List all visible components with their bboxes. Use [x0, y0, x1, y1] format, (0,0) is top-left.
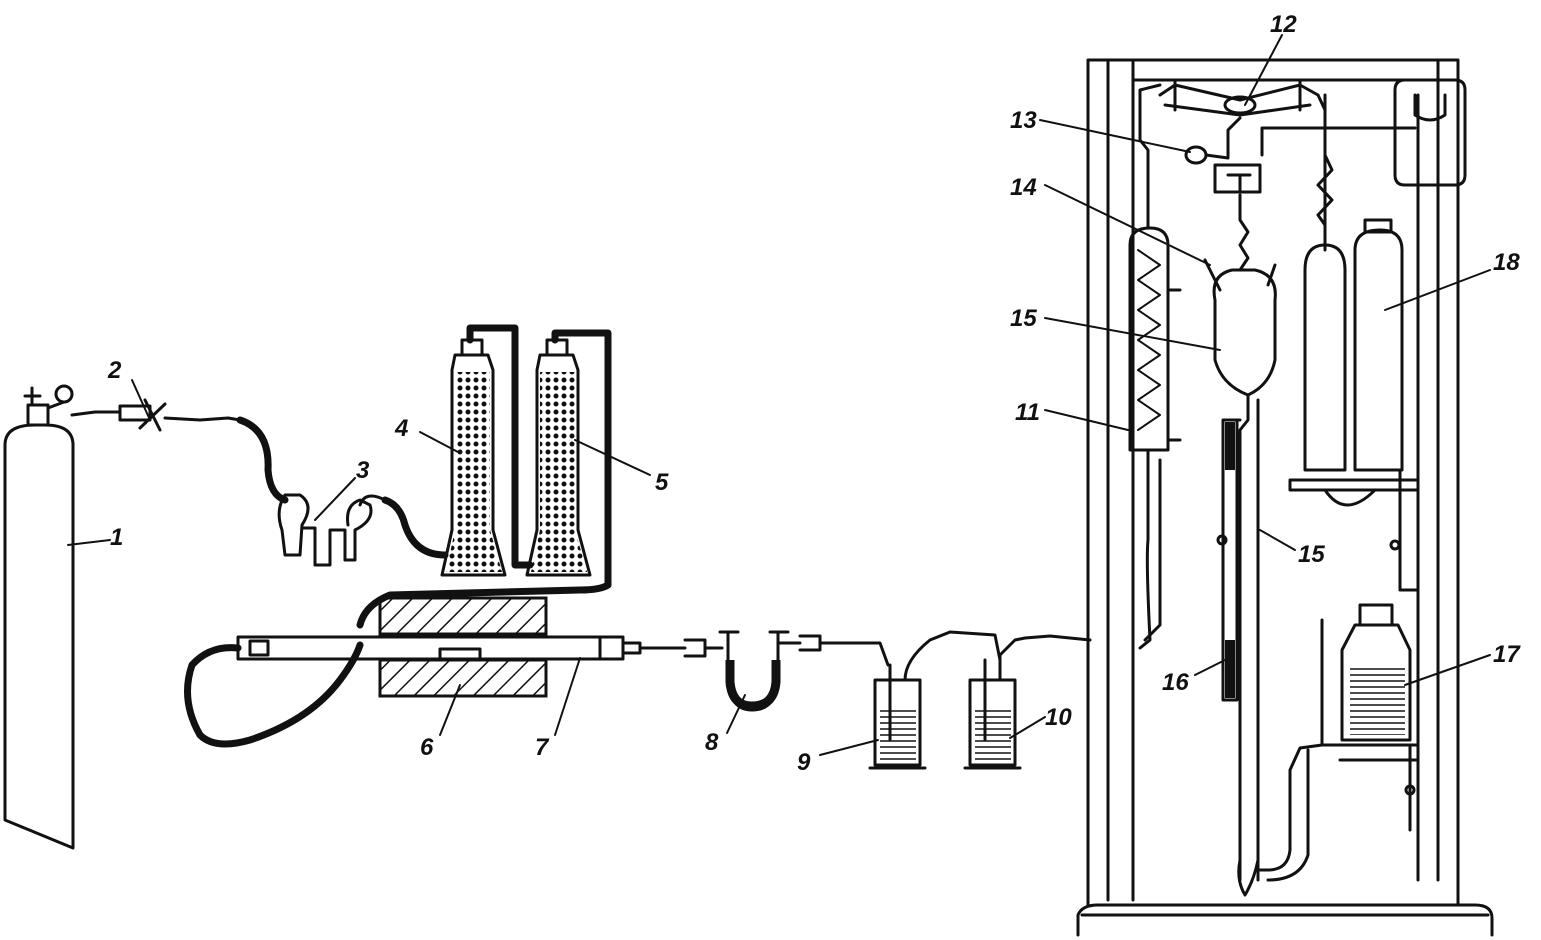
label-8: 8: [705, 729, 719, 756]
thermometer: [1216, 418, 1239, 702]
three-way-tap: [1158, 78, 1327, 252]
label-14: 14: [1010, 174, 1037, 201]
combustion-tube: [184, 635, 724, 748]
label-16: 16: [1162, 669, 1189, 696]
label-10: 10: [1045, 704, 1072, 731]
label-5: 5: [655, 469, 669, 496]
label-13: 13: [1010, 107, 1037, 134]
label-7: 7: [535, 734, 550, 761]
label-18: 18: [1493, 249, 1520, 276]
label-12: 12: [1270, 11, 1297, 38]
label-6: 6: [420, 734, 434, 761]
label-17: 17: [1493, 641, 1521, 668]
absorber-bottle-10: [963, 634, 1092, 770]
apparatus-stand: [1076, 58, 1494, 937]
labels: 1 2 3 4 5 6 7 8 9 10 11 12 13 14 15 15 1…: [107, 11, 1521, 776]
label-2: 2: [107, 357, 122, 384]
label-1: 1: [110, 524, 123, 551]
label-4: 4: [394, 415, 408, 442]
label-11: 11: [1015, 399, 1040, 426]
coil-condenser: [1128, 83, 1182, 650]
u-tube: [718, 630, 890, 712]
label-15-lower: 15: [1298, 541, 1325, 568]
leader-lines: [67, 34, 1491, 756]
label-3: 3: [356, 457, 370, 484]
absorber-bottle-9: [868, 630, 1002, 770]
gas-burette: [1203, 193, 1277, 897]
label-15-upper: 15: [1010, 305, 1037, 332]
reducing-valve: [70, 398, 289, 504]
drying-column-5: [356, 329, 612, 629]
label-9: 9: [797, 749, 811, 776]
leveling-bulbs: [1288, 78, 1467, 592]
reagent-bottle: [1256, 603, 1420, 882]
stopcock: [1184, 116, 1417, 194]
gas-cylinder: [3, 384, 75, 850]
drying-column-4: [440, 324, 534, 577]
bubbler-assembly: [277, 493, 449, 567]
